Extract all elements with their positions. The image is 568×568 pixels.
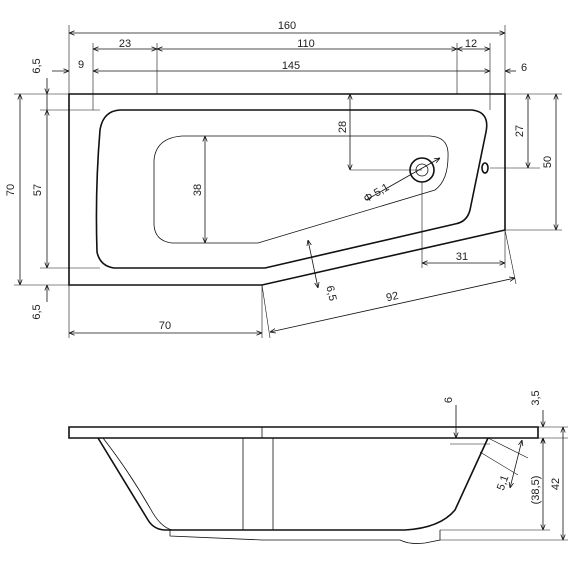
dim-side-6: 6 (443, 397, 455, 403)
tub-inner-basin (95, 109, 488, 269)
dim-145: 145 (282, 60, 300, 72)
dim-side-5-1: 5,1 (495, 474, 512, 492)
top-view: 160 23 110 12 9 145 6 6,5 70 57 6,5 (5, 20, 562, 339)
side-feet (169, 530, 441, 544)
dim-160: 160 (278, 20, 296, 32)
dim-side-38-5: (38,5) (530, 476, 542, 505)
dim-110: 110 (297, 38, 315, 50)
dim-57: 57 (32, 184, 44, 196)
dim-28: 28 (337, 121, 349, 133)
dim-side-42: 42 (550, 478, 562, 490)
dim-9: 9 (78, 59, 84, 71)
dim-6-5-slant: 6,5 (323, 285, 338, 302)
side-body-front (102, 437, 173, 531)
dim-31: 31 (456, 251, 468, 263)
dim-38: 38 (192, 184, 204, 196)
side-view: 6 3,5 5,1 (38,5) 42 (68, 390, 568, 544)
dim-phi-5-1: Φ 5,1 (362, 181, 391, 205)
side-leg (242, 438, 274, 530)
dim-6: 6 (521, 62, 527, 74)
dim-side-3-5: 3,5 (530, 390, 542, 405)
dim-6-5-top: 6,5 (31, 58, 43, 73)
dim-23: 23 (119, 38, 131, 50)
dim-27: 27 (514, 125, 526, 137)
dim-70-bottom: 70 (159, 320, 171, 332)
tub-outer-outline (68, 93, 506, 286)
overflow-hole (481, 162, 489, 174)
tub-floor (153, 135, 449, 244)
side-rim (68, 426, 539, 439)
side-body (97, 437, 489, 531)
dim-92: 92 (385, 290, 400, 304)
dim-70-height: 70 (5, 184, 17, 196)
dim-12: 12 (465, 38, 477, 50)
dim-6-5-bottom: 6,5 (31, 304, 43, 319)
dim-50: 50 (542, 156, 554, 168)
